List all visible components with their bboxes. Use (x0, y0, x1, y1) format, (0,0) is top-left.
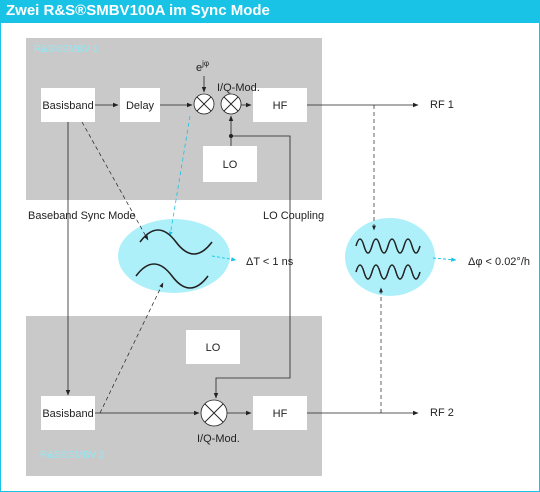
basisband-1-label: Basisband (42, 100, 93, 112)
baseband-sync-label: Baseband Sync Mode (28, 210, 136, 222)
phase-sync-bubble (345, 218, 435, 296)
hf-2-label: HF (273, 408, 288, 420)
iq-mod-2-label: I/Q-Mod. (197, 433, 240, 445)
hf-2-block (253, 396, 307, 430)
basisband-2-block (41, 396, 95, 430)
lo-2-label: LO (206, 342, 221, 354)
delta-t-label: ΔT < 1 ns (246, 256, 294, 268)
phase-mixer-icon (193, 93, 215, 115)
lo-coupling-label: LO Coupling (263, 210, 324, 222)
iq-mod-1-label: I/Q-Mod. (217, 82, 260, 94)
delay-label: Delay (126, 100, 155, 112)
lo-2-block (186, 330, 240, 364)
rf1-label: RF 1 (430, 99, 454, 111)
iq-mixer-1-icon (220, 93, 242, 115)
rf2-label: RF 2 (430, 407, 454, 419)
basisband-2-label: Basisband (42, 408, 93, 420)
diagram-title: Zwei R&S®SMBV100A im Sync Mode (0, 0, 540, 22)
lo-1-block (203, 146, 257, 182)
instrument-2-name: R&S®SMBV 2 (40, 450, 105, 461)
phase-label: ejφ (196, 59, 209, 74)
delay-block (120, 88, 160, 122)
basisband-1-block (41, 88, 95, 122)
iq-mixer-2-icon (200, 399, 228, 427)
instrument-1-name: R&S®SMBV 1 (34, 44, 99, 55)
lo-1-label: LO (223, 159, 238, 171)
hf-1-block (253, 88, 307, 122)
delta-phi-label: Δφ < 0.02°/h (468, 256, 530, 268)
hf-1-label: HF (273, 100, 288, 112)
